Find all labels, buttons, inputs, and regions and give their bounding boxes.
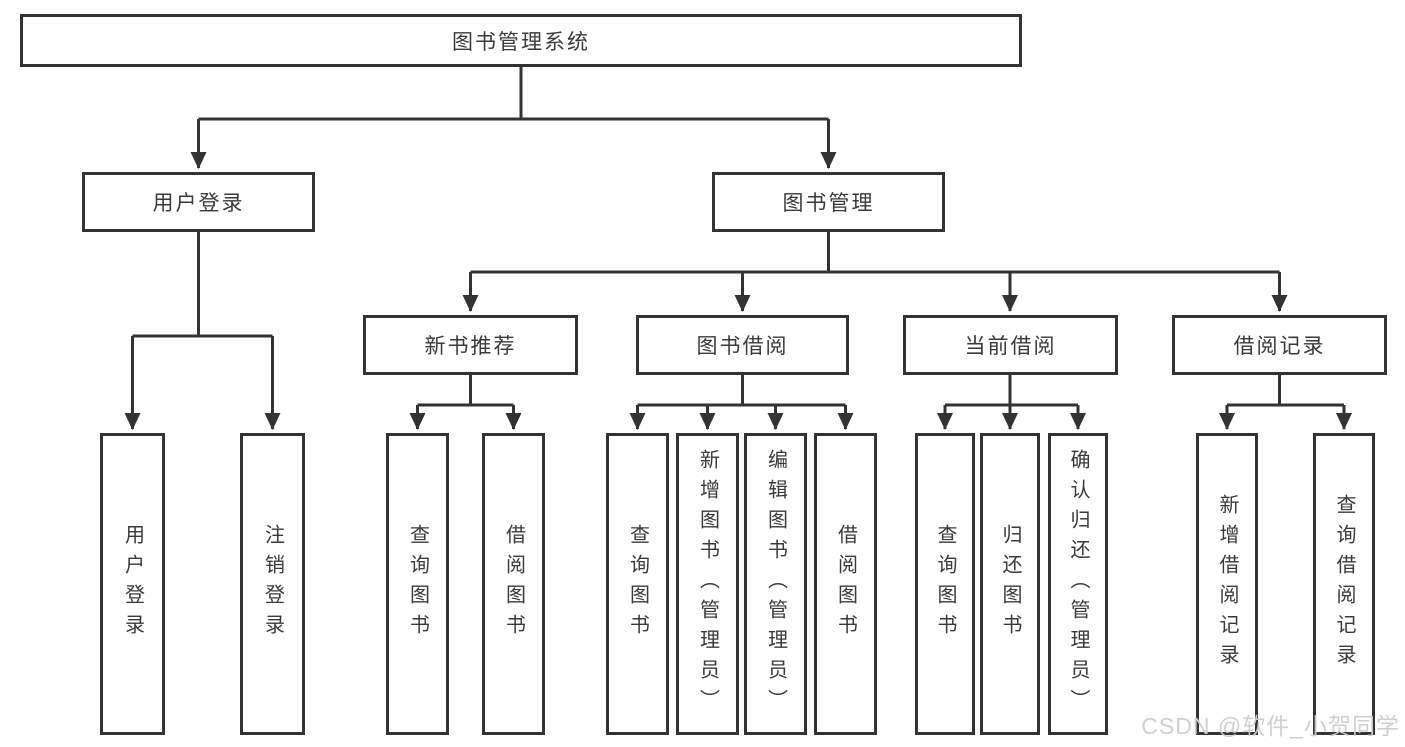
node-label: 归还图书: [999, 524, 1021, 644]
node-label: 编辑图书（管理员）: [764, 449, 787, 719]
node-current-borrowing: 当前借阅: [903, 315, 1118, 375]
leaf-query-books-recommend: 查询图书: [386, 433, 449, 735]
node-label: 借阅图书: [502, 524, 525, 644]
leaf-edit-books-admin: 编辑图书（管理员）: [744, 433, 807, 735]
leaf-add-books-admin: 新增图书（管理员）: [676, 433, 739, 735]
node-label: 新书推荐: [424, 335, 517, 358]
node-label: 确认归还（管理员）: [1067, 449, 1089, 719]
leaf-return-books: 归还图书: [980, 433, 1040, 735]
watermark: CSDN @软件_小贺同学: [1141, 713, 1400, 739]
node-label: 借阅记录: [1233, 335, 1326, 358]
node-label: 注销登录: [261, 524, 284, 644]
branch-book-management: 图书管理: [712, 172, 945, 232]
node-label: 查询图书: [626, 524, 649, 644]
node-label: 图书管理系统: [452, 30, 590, 54]
node-label: 图书管理: [782, 192, 875, 215]
leaf-borrow-books-recommend: 借阅图书: [482, 433, 545, 735]
node-label: 新增借阅记录: [1216, 494, 1238, 674]
leaf-logout: 注销登录: [240, 433, 305, 735]
node-label: 当前借阅: [964, 335, 1057, 358]
leaf-query-books-borrow: 查询图书: [606, 433, 669, 735]
node-label: 用户登录: [121, 524, 144, 644]
leaf-add-borrow-record: 新增借阅记录: [1196, 433, 1258, 735]
node-label: 图书借阅: [696, 335, 789, 358]
root-node: 图书管理系统: [20, 14, 1022, 67]
node-new-book-recommendation: 新书推荐: [363, 315, 578, 375]
node-label: 用户登录: [152, 192, 245, 215]
node-label: 借阅图书: [834, 524, 857, 644]
node-borrowing-records: 借阅记录: [1172, 315, 1387, 375]
leaf-borrow-books: 借阅图书: [814, 433, 877, 735]
node-label: 查询图书: [406, 524, 429, 644]
node-label: 查询图书: [934, 524, 956, 644]
node-book-borrowing: 图书借阅: [636, 315, 849, 375]
node-label: 查询借阅记录: [1333, 494, 1355, 674]
leaf-confirm-return-admin: 确认归还（管理员）: [1048, 433, 1108, 735]
branch-user-login: 用户登录: [82, 172, 315, 232]
node-label: 新增图书（管理员）: [696, 449, 719, 719]
leaf-user-login: 用户登录: [100, 433, 165, 735]
leaf-query-books-current: 查询图书: [915, 433, 975, 735]
leaf-query-borrow-record: 查询借阅记录: [1313, 433, 1375, 735]
